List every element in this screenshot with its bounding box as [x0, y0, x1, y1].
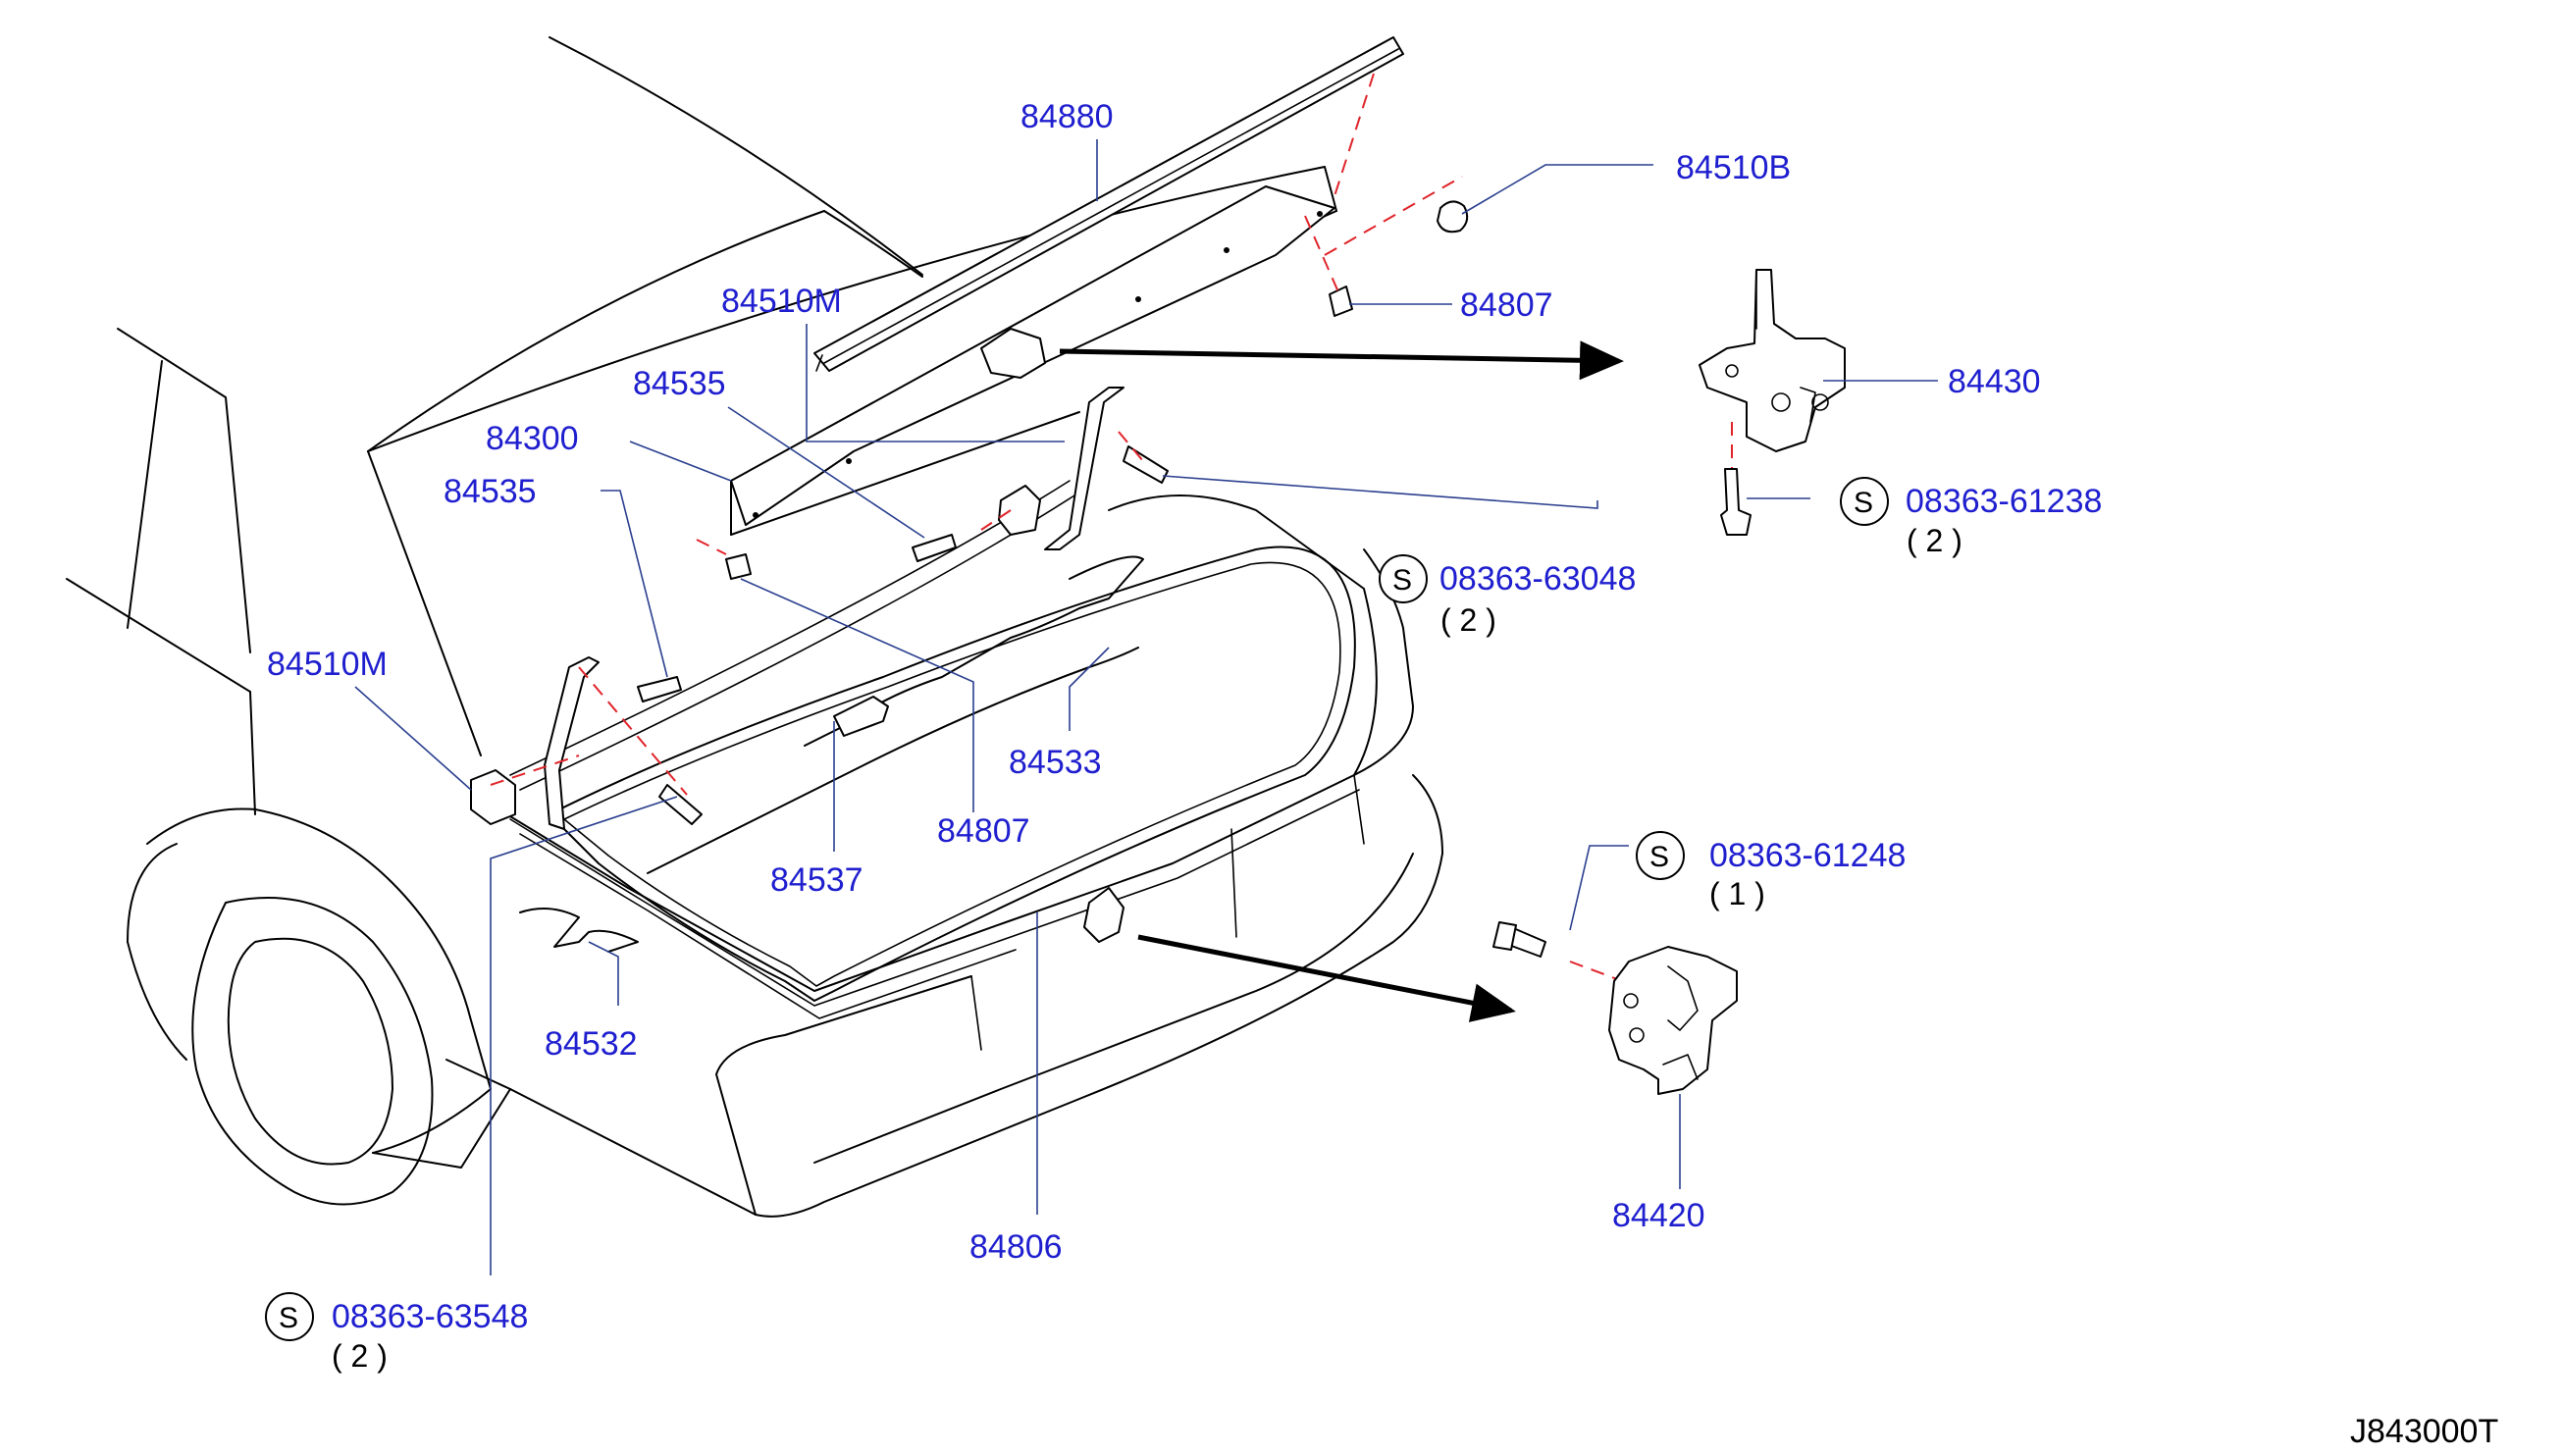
detail-84420-latch [1492, 921, 1738, 1095]
clip-84510B [1437, 200, 1469, 234]
lid-bumper-right-84807 [1329, 286, 1353, 317]
std-part-qty: ( 1 ) [1709, 876, 1765, 911]
left-trunk-hinge [544, 656, 600, 830]
bolt-61238 [1720, 468, 1752, 536]
right-hinge-bracket [998, 485, 1041, 536]
trunk-lid-parts [470, 36, 1469, 953]
right-trunk-hinge [1044, 387, 1125, 550]
detail-84430-lock [1699, 269, 1846, 536]
s-symbol [1840, 477, 1889, 526]
s-symbol-letter: S [1854, 487, 1873, 519]
callout-84420: 84420 [1612, 1197, 1705, 1234]
std-part-61248: S 08363-61248 ( 1 ) [1636, 831, 1906, 911]
left-hinge-bracket [470, 769, 516, 825]
trunk-latch-installed [1083, 887, 1125, 943]
std-part-63048: S 08363-63048 ( 2 ) [1379, 554, 1636, 638]
callout-84537: 84537 [770, 861, 863, 899]
std-part-number: 08363-63548 [332, 1298, 528, 1335]
callout-84535-left: 84535 [444, 473, 537, 510]
bolt-84535-left [637, 676, 682, 702]
detail-arrow-upper [1059, 340, 1624, 381]
s-symbol [1636, 831, 1685, 880]
callout-84807-mid: 84807 [937, 812, 1030, 850]
std-part-qty: ( 2 ) [332, 1338, 388, 1374]
lid-bumper-84807 [725, 553, 752, 580]
leader-lines [354, 139, 1938, 1275]
lid-striker-bracket [980, 328, 1046, 379]
callout-84510M-left: 84510M [267, 646, 388, 683]
bolt-63048 [1123, 445, 1169, 484]
std-part-qty: ( 2 ) [1440, 602, 1496, 638]
s-symbol-letter: S [279, 1302, 298, 1334]
callout-84300: 84300 [486, 420, 579, 457]
std-part-number: 08363-63048 [1439, 560, 1636, 598]
std-part-number: 08363-61248 [1709, 837, 1906, 874]
detail-arrow-lower [1137, 934, 1516, 1022]
callout-84510B: 84510B [1676, 149, 1791, 186]
bolt-63548 [658, 784, 703, 825]
callout-84806: 84806 [969, 1228, 1063, 1266]
bolt-84535-top [912, 534, 957, 562]
s-symbol-letter: S [1649, 841, 1669, 873]
torsion-rod-84532 [519, 908, 639, 953]
diagram-code: J843000T [2350, 1413, 2498, 1450]
callout-84532: 84532 [545, 1025, 638, 1063]
callout-84510M-top: 84510M [721, 283, 842, 320]
callout-84430: 84430 [1948, 363, 2041, 400]
std-part-63548: S 08363-63548 ( 2 ) [265, 1292, 528, 1374]
s-symbol-letter: S [1392, 564, 1412, 597]
std-part-qty: ( 2 ) [1907, 523, 1962, 558]
callout-84533: 84533 [1009, 744, 1102, 781]
s-symbol [265, 1292, 314, 1341]
std-part-number: 08363-61238 [1906, 483, 2102, 520]
callout-84880: 84880 [1020, 98, 1114, 135]
callout-84535-top: 84535 [633, 365, 726, 402]
callout-84807-top: 84807 [1460, 286, 1553, 324]
s-symbol [1379, 554, 1428, 603]
std-part-61238: S 08363-61238 ( 2 ) [1840, 477, 2102, 558]
torsion-rod-lower [647, 647, 1139, 874]
trunk-handle [833, 696, 889, 737]
